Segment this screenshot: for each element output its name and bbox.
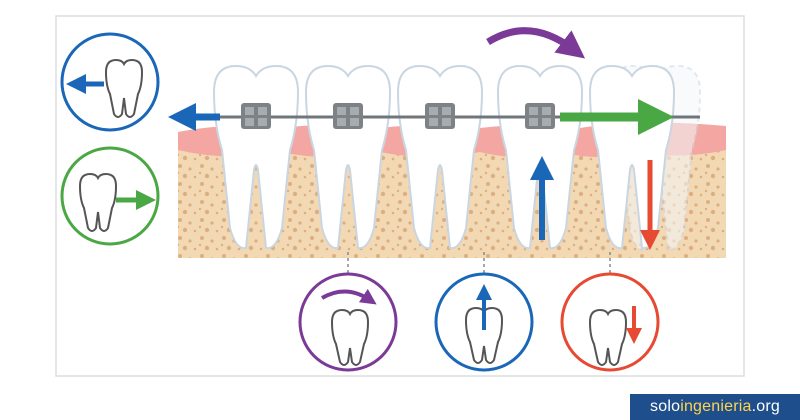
- teeth-row: [212, 64, 676, 250]
- arrow-rotation-purple: [486, 27, 586, 59]
- tooth: [212, 64, 300, 250]
- watermark-text: solo: [650, 398, 681, 415]
- watermark-text: .org: [751, 398, 780, 415]
- tooth: [304, 64, 392, 250]
- tooth-arrow-up-icon: [434, 272, 534, 372]
- tooth-rotation-icon: [298, 272, 398, 372]
- bracket: [241, 103, 271, 129]
- tooth-arrow-right-icon: [60, 146, 160, 246]
- tooth-arrow-down-icon: [560, 272, 660, 372]
- tooth-arrow-left-icon: [60, 32, 160, 132]
- tooth: [396, 64, 484, 250]
- brackets: [241, 103, 555, 129]
- bracket: [525, 103, 555, 129]
- bracket: [425, 103, 455, 129]
- watermark-text: ingenieria: [680, 398, 752, 415]
- bracket: [333, 103, 363, 129]
